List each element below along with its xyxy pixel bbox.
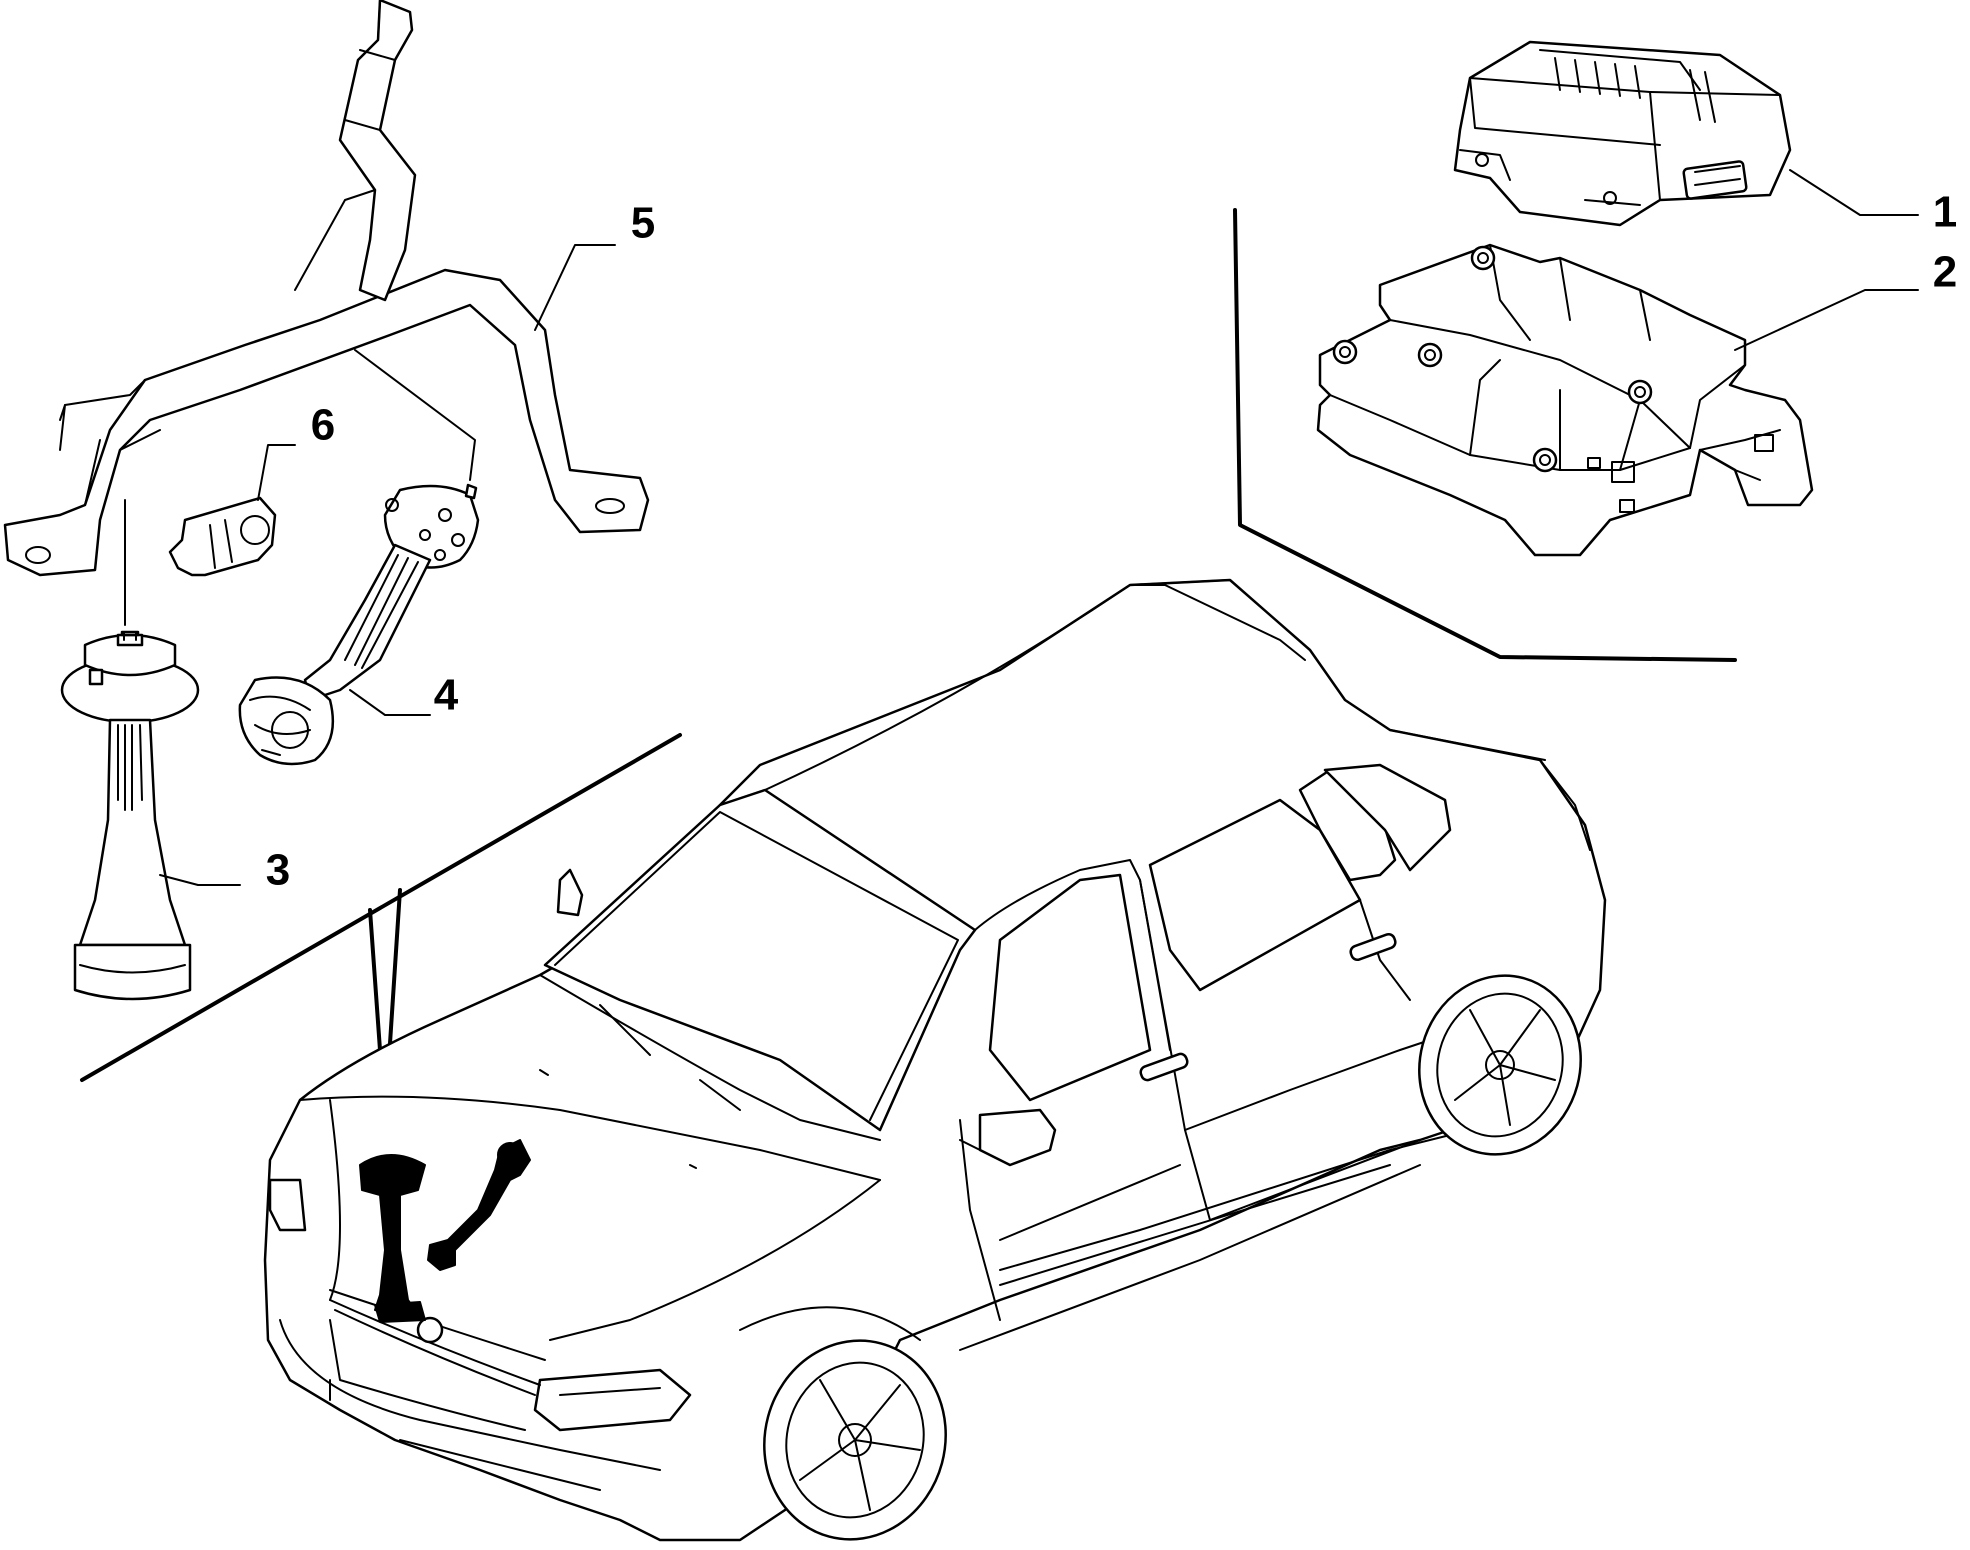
callout-6: 6 <box>311 401 335 450</box>
leader-lines <box>159 169 1919 886</box>
group-bracket-line-right <box>1233 208 1737 662</box>
callout-3: 3 <box>266 846 290 895</box>
ecu-mounting-bracket <box>1316 243 1814 557</box>
bracket-nuts <box>1332 245 1653 473</box>
mounting-clip <box>168 496 277 577</box>
callout-5: 5 <box>631 199 655 248</box>
callout-labels: 1 2 3 4 5 6 <box>266 188 1957 895</box>
installed-horns-highlight <box>359 1139 531 1323</box>
callout-2: 2 <box>1933 248 1957 297</box>
callout-1: 1 <box>1933 188 1957 237</box>
car-outline <box>263 578 1607 1542</box>
horn-high-tone <box>238 483 480 766</box>
guide-line-horn-high <box>354 349 476 481</box>
callout-4: 4 <box>434 671 459 720</box>
ecu-module <box>1453 40 1792 227</box>
horn-support-bracket <box>3 0 650 577</box>
horn-low-tone <box>60 630 200 1001</box>
group-bracket-line-left <box>80 733 682 1082</box>
